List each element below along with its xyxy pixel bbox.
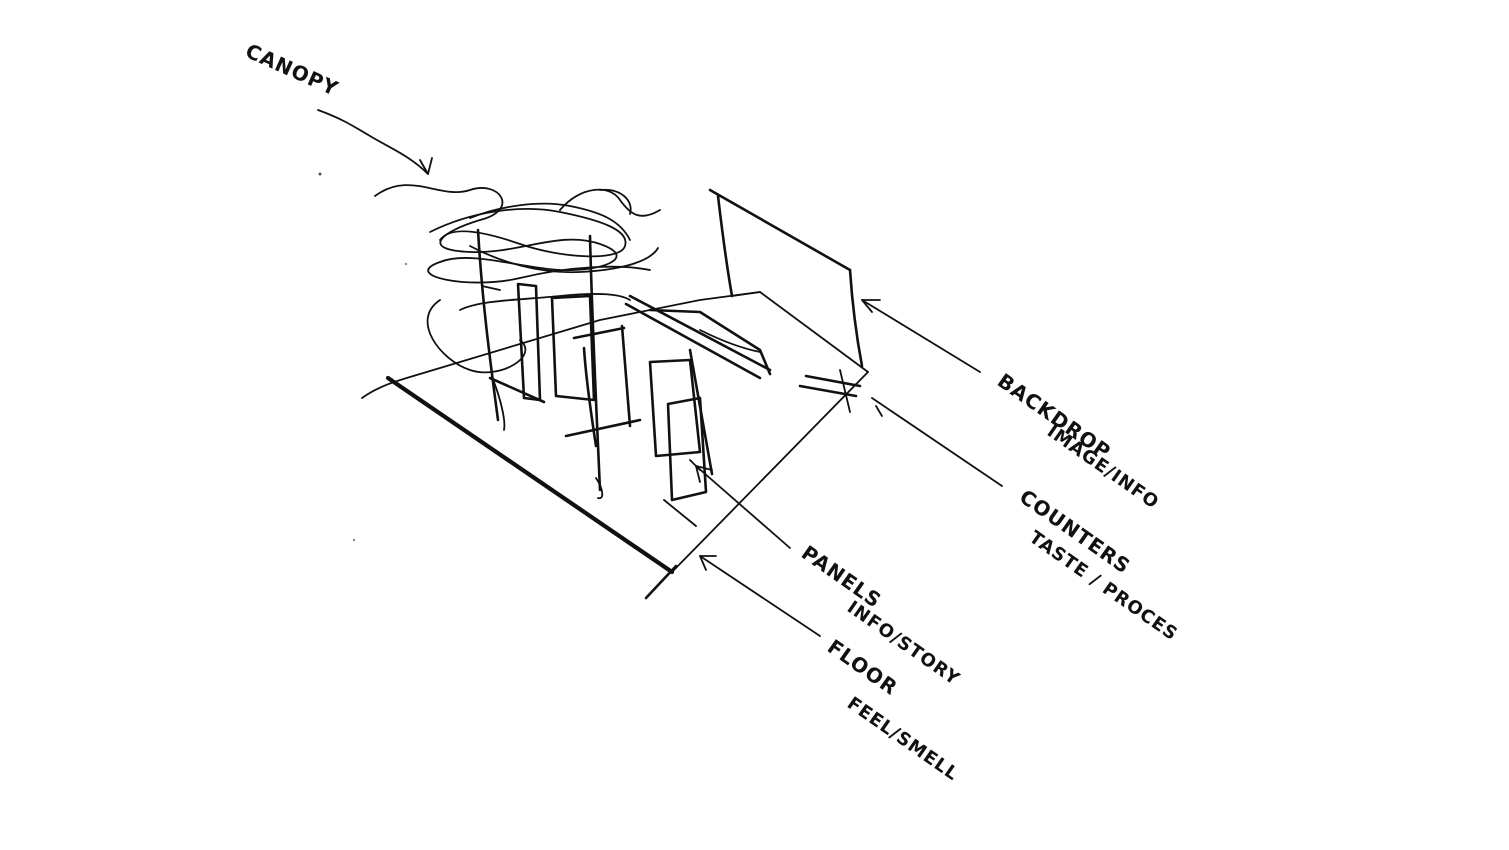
- label-floor-sub: FEEL/SMELL: [843, 693, 962, 785]
- label-canopy: CANOPY: [242, 39, 342, 101]
- leader-lines: [317, 109, 1003, 637]
- counters-leader: [871, 397, 1003, 487]
- canopy-poles: [476, 228, 604, 500]
- backdrop-leader: [861, 299, 981, 373]
- counters: [624, 294, 883, 417]
- annotation-labels: CANOPY BACKDROP IMAGE/INFO COUNTERS TAST…: [242, 39, 1182, 786]
- ink-specks: [318, 172, 408, 542]
- info-panels: [488, 282, 714, 527]
- canopy-leader: [317, 109, 429, 175]
- floor-platform: [361, 291, 869, 600]
- panels-leader: [695, 465, 791, 549]
- floor-leader: [699, 555, 821, 637]
- label-panels-title: PANELS: [797, 540, 886, 612]
- canopy-scribble: [374, 184, 661, 374]
- backdrop-panel: [708, 188, 864, 368]
